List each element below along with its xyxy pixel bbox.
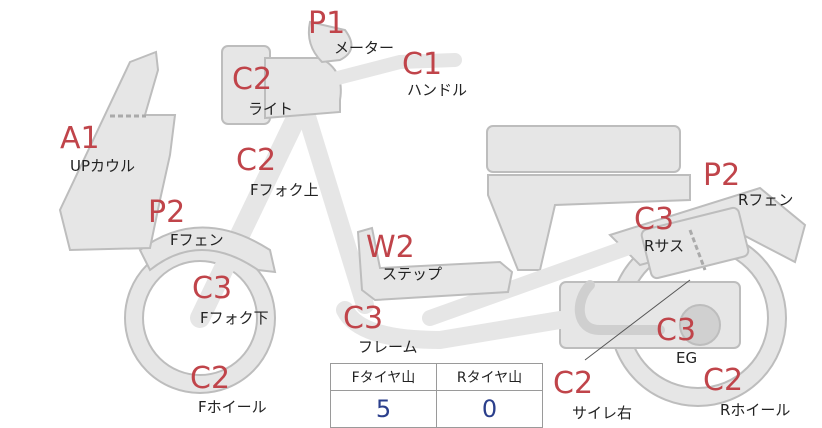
label-engine: EG: [676, 349, 698, 367]
code-fwheel: C2: [190, 361, 231, 396]
code-silencer: C2: [553, 366, 594, 401]
seat: [486, 125, 681, 173]
front-fork-fill: [190, 100, 310, 328]
label-frame: フレーム: [358, 338, 418, 356]
code-engine: C3: [656, 313, 697, 348]
code-rsus: C3: [634, 202, 675, 237]
engine-pipe: [574, 280, 665, 335]
code-meter: P1: [308, 6, 346, 41]
tire-table-value-row: 5 0: [330, 390, 543, 428]
label-ffork-upper: Fフォク上: [250, 181, 319, 199]
code-step: W2: [366, 230, 415, 265]
code-ffender: P2: [148, 195, 186, 230]
meter: [307, 20, 353, 64]
label-rwheel: Rホイール: [720, 401, 791, 419]
label-fwheel: Fホイール: [198, 398, 267, 416]
code-frame: C3: [343, 301, 384, 336]
code-rfender: P2: [703, 158, 741, 193]
code-handle: C1: [402, 47, 443, 82]
rear-frame: [487, 174, 691, 271]
tire-table-header-row: Fタイヤ山 Rタイヤ山: [330, 363, 543, 391]
code-ffork-lower: C3: [192, 271, 233, 306]
label-handle: ハンドル: [407, 81, 468, 99]
label-rsus: Rサス: [644, 237, 685, 255]
rear-tire-header: Rタイヤ山: [436, 363, 543, 391]
code-light: C2: [232, 62, 273, 97]
label-meter: メーター: [334, 39, 395, 57]
label-silencer: サイレ右: [572, 404, 633, 422]
step: [356, 226, 514, 302]
label-rfender: Rフェン: [738, 191, 794, 209]
label-upcowl: UPカウル: [70, 157, 136, 175]
tire-tread-table: Fタイヤ山 Rタイヤ山 5 0: [330, 363, 543, 428]
label-step: ステップ: [382, 265, 443, 283]
handlebar-fill: [323, 53, 462, 87]
label-ffork-lower: Fフォク下: [200, 309, 269, 327]
label-ffender: Fフェン: [170, 231, 224, 249]
lower-frame-fill: [336, 301, 569, 350]
code-ffork-upper: C2: [236, 143, 277, 178]
front-tire-value: 5: [330, 390, 437, 428]
rear-tire-value: 0: [436, 390, 543, 428]
suspension-line: [688, 229, 707, 271]
front-tire-header: Fタイヤ山: [330, 363, 437, 391]
upper-cowl: [58, 50, 177, 252]
code-upcowl: A1: [60, 121, 100, 156]
label-light: ライト: [248, 100, 294, 118]
rear-suspension: [640, 206, 750, 280]
engine-hub: [679, 304, 721, 346]
main-frame-fill: [296, 101, 374, 314]
code-rwheel: C2: [703, 363, 744, 398]
silencer-leader: [584, 279, 691, 361]
front-fender: [138, 226, 277, 274]
